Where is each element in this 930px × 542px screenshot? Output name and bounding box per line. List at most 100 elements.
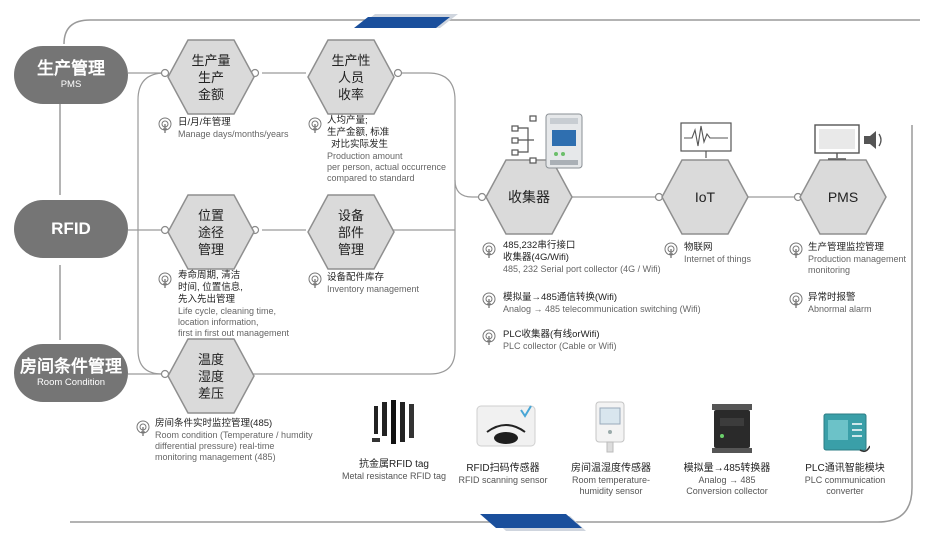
note-room-condition: 房间条件实时监控管理(485) Room condition (Temperat… (155, 418, 313, 463)
note-en: Production management (808, 254, 907, 264)
hexagon-shape (167, 338, 255, 414)
note-en: Room condition (Temperature / humdity (155, 430, 313, 440)
note-manage-days: 日/月/年管理 Manage days/months/years (178, 117, 289, 140)
note-iot: 物联网 Internet of things (684, 242, 751, 265)
rfid-scanner-image (476, 405, 536, 447)
humidity-sensor-image (595, 401, 625, 453)
product-rfid-scanner: RFID扫码传感器 RFID scanning sensor (448, 462, 558, 486)
product-en: humidity sensor (579, 486, 643, 496)
note-en: differential pressure) real-time (155, 441, 275, 451)
hex-label: PMS (827, 188, 859, 205)
hexagon-shape (799, 159, 887, 235)
note-cn: 485,232串行接口 (503, 240, 576, 251)
touch-icon (158, 272, 172, 288)
hex-line: 管理 (197, 241, 224, 257)
rfid-tag-image (372, 400, 414, 444)
pill-title: RFID (51, 219, 91, 238)
note-cn: 收集器(4G/Wifi) (503, 252, 569, 263)
plc-module-image (823, 413, 870, 453)
note-cn: 设备配件库存 (327, 272, 385, 283)
note-en: Production amount (327, 151, 403, 161)
note-per-person: 人均产量; 生产金额, 标准 对比实际发生 Production amount … (327, 115, 446, 184)
note-cn: 对比实际发生 (331, 139, 389, 150)
hex-line: 温度 (197, 351, 224, 367)
note-cn: 生产金额, 标准 (327, 127, 390, 138)
note-cn: 寿命周期, 清洁 (178, 270, 241, 281)
product-cn: PLC通讯智能模块 (805, 463, 885, 474)
note-en: Abnormal alarm (808, 304, 872, 314)
product-en: Metal resistance RFID tag (341, 471, 447, 481)
note-en: location information, (178, 317, 259, 327)
pill-production-management[interactable]: 生产管理 PMS (14, 46, 128, 104)
note-en: compared to standard (327, 173, 415, 183)
product-en: converter (826, 486, 864, 496)
pill-title: 房间条件管理 (20, 357, 122, 376)
note-en: Inventory management (327, 284, 420, 294)
note-production-monitoring: 生产管理监控管理 Production management monitorin… (808, 242, 906, 276)
hexagon-shape (661, 159, 749, 235)
note-cn: 模拟量→485通信转换(Wifi) (503, 292, 618, 303)
product-rfid-tag: 抗金属RFID tag Metal resistance RFID tag (334, 458, 454, 482)
hexagon-shape (167, 194, 255, 270)
hex-temperature[interactable]: 温度 湿度 差压 (166, 337, 256, 415)
iot-signal-icon (680, 122, 732, 158)
hex-line: 生产 (197, 69, 224, 85)
product-en: Room temperature- (571, 475, 651, 485)
hex-production-amount[interactable]: 生产量 生产 金额 (166, 38, 256, 116)
touch-icon (482, 292, 496, 308)
hex-label: IoT (694, 188, 716, 205)
hex-line: 生产量 (191, 52, 231, 68)
note-plc-collector: PLC收集器(有线orWifi) PLC collector (Cable or… (503, 329, 617, 352)
touch-icon (308, 117, 322, 133)
note-abnormal-alarm: 异常时报警 Abnormal alarm (808, 292, 872, 315)
note-en: Life cycle, cleaning time, (178, 306, 277, 316)
monitor-alarm-icon (814, 124, 882, 160)
hex-label: 收集器 (508, 188, 550, 205)
pill-title: 生产管理 (37, 59, 105, 78)
note-cn: 生产管理监控管理 (808, 242, 885, 253)
hex-line: 差压 (197, 385, 224, 401)
note-en: monitoring management (485) (155, 452, 276, 462)
hex-location[interactable]: 位置 途径 管理 (166, 193, 256, 271)
note-en: Internet of things (684, 254, 752, 264)
product-cn: 模拟量→485转换器 (683, 463, 771, 474)
hexagon-shape (307, 39, 395, 115)
product-en: RFID scanning sensor (458, 475, 548, 485)
pill-subtitle: PMS (60, 79, 82, 90)
touch-icon (789, 292, 803, 308)
hex-equipment-parts[interactable]: 设备 部件 管理 (306, 193, 396, 271)
touch-icon (664, 242, 678, 258)
hex-line: 位置 (197, 207, 224, 223)
analog-converter-image (712, 404, 752, 453)
product-cn: 抗金属RFID tag (358, 459, 429, 470)
pill-rfid[interactable]: RFID (14, 200, 128, 258)
note-cn: 物联网 (684, 242, 713, 253)
hex-per-person[interactable]: 生产性 人员 收率 (306, 38, 396, 116)
note-life-cycle: 寿命周期, 清洁 时间, 位置信息, 先入先出管理 Life cycle, cl… (178, 270, 289, 339)
note-analog-switching: 模拟量→485通信转换(Wifi) Analog → 485 telecommu… (503, 292, 701, 315)
product-cn: RFID扫码传感器 (466, 463, 540, 474)
product-analog-converter: 模拟量→485转换器 Analog → 485 Conversion colle… (672, 462, 782, 497)
hex-line: 部件 (337, 224, 364, 240)
hex-line: 设备 (337, 207, 364, 223)
touch-icon (308, 272, 322, 288)
touch-icon (482, 242, 496, 258)
hex-line: 生产性 (331, 52, 371, 68)
hex-iot[interactable]: IoT (660, 158, 750, 236)
note-cn: PLC收集器(有线orWifi) (503, 329, 600, 340)
touch-icon (158, 117, 172, 133)
note-en: per person, actual occurrence (327, 162, 447, 172)
note-en: Manage days/months/years (178, 129, 289, 139)
product-en: Conversion collector (686, 486, 768, 496)
touch-icon (789, 242, 803, 258)
product-plc-module: PLC通讯智能模块 PLC communication converter (790, 462, 900, 497)
note-en: PLC collector (Cable or Wifi) (503, 341, 617, 351)
product-humidity-sensor: 房间温湿度传感器 Room temperature- humidity sens… (556, 462, 666, 497)
hexagon-shape (167, 39, 255, 115)
hex-pms[interactable]: PMS (798, 158, 888, 236)
pill-subtitle: Room Condition (36, 377, 106, 388)
note-serial-collector: 485,232串行接口 收集器(4G/Wifi) 485, 232 Serial… (503, 240, 661, 275)
note-en: 485, 232 Serial port collector (4G / Wif… (503, 264, 661, 274)
pill-room-condition[interactable]: 房间条件管理 Room Condition (14, 344, 128, 402)
